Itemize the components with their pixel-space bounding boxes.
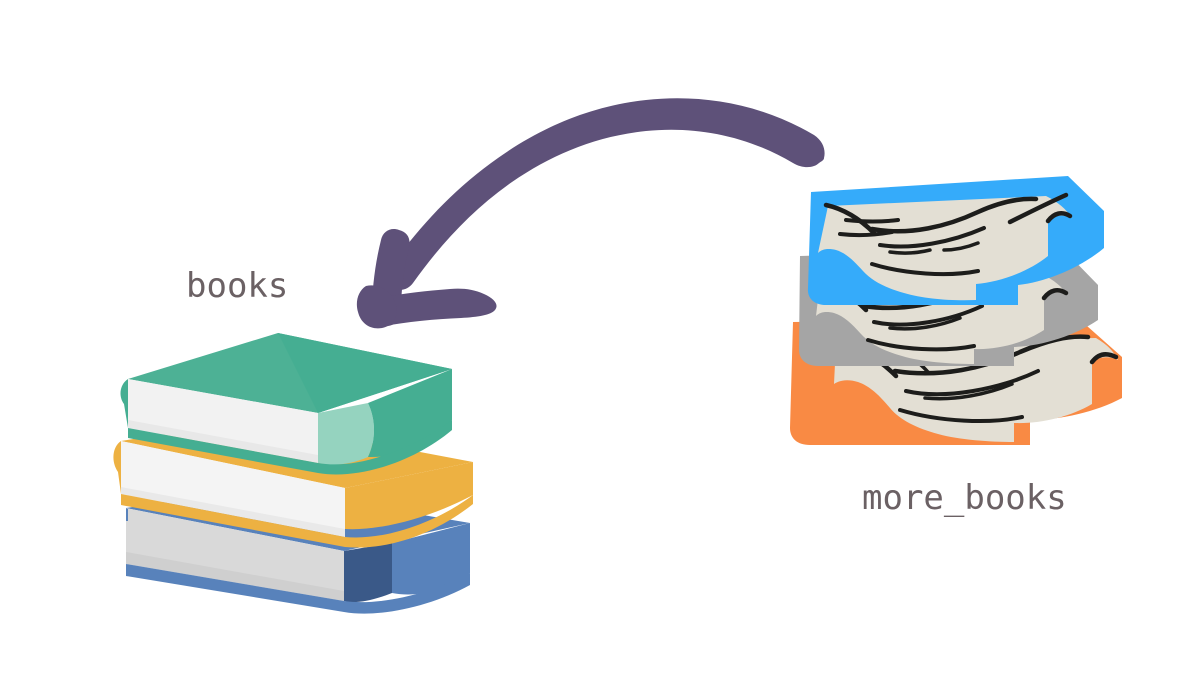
books-stack-label: books (186, 266, 289, 306)
book-middle-yellow-bottom-rim (121, 494, 473, 548)
book-bottom-blue-pages-shade (126, 552, 344, 601)
book-top-blue-ink-line-1 (844, 218, 900, 224)
book-bottom-orange-ink-line-1 (904, 369, 1040, 397)
book-middle-gray-ink-line-1 (872, 304, 984, 327)
book-bottom-blue-bottom-rim (126, 564, 470, 614)
book-top-green-bottom-rim (128, 420, 452, 475)
book-top-blue-ink-line-2 (838, 230, 894, 238)
book-bottom-orange-ink-right (1089, 352, 1119, 365)
book-top-blue-ink-spine (869, 196, 1039, 234)
book-top-green-pages-shade (128, 420, 318, 463)
book-top-green-spine-highlight (318, 403, 374, 465)
books-stack[interactable] (113, 333, 473, 614)
book-top-green-pages (128, 379, 318, 463)
curved-arrow-head-lower-stroke (361, 288, 497, 328)
book-middle-yellow-spine-curve (113, 441, 121, 494)
book-top-blue-ink-cover-line (1007, 192, 1069, 225)
book-top-blue-ink-line-3 (878, 226, 986, 249)
curved-arrow-shaft (386, 98, 825, 290)
book-bottom-blue-pages (126, 508, 344, 601)
book-bottom-orange-ink-bottom (898, 408, 1024, 423)
book-top-green-cover-top-shade (278, 333, 452, 413)
book-middle-gray-ink-bottom (866, 338, 976, 352)
book-middle-yellow-cover-front (345, 462, 473, 530)
book-bottom-orange-ink-spine (892, 334, 1091, 376)
book-middle-gray-ink-line-2 (888, 316, 962, 331)
book-top-blue-ink-right (1045, 211, 1073, 224)
book-bottom-blue-cover-edge (126, 508, 128, 521)
book-top-green (120, 333, 452, 475)
book-middle-gray-ink-right (1041, 288, 1069, 301)
curved-arrow (356, 98, 825, 329)
book-middle-yellow-pages (121, 441, 345, 537)
book-top-blue-ink-line-4 (888, 248, 932, 255)
book-bottom-blue-spine-dark (344, 543, 392, 603)
book-top-green-spine-left (120, 379, 128, 428)
more-books-stack[interactable] (790, 176, 1122, 445)
book-top-blue-ink-bottom (870, 262, 980, 277)
more-books-stack-label: more_books (862, 478, 1067, 518)
book-bottom-blue-cover-front (392, 523, 470, 595)
book-top-blue (807, 176, 1104, 305)
book-middle-yellow-pages-shade (121, 487, 345, 537)
curved-arrow-head-tip (356, 285, 397, 329)
book-top-blue-ink-line-5 (942, 241, 980, 252)
book-bottom-orange-ink-line-2 (923, 382, 1014, 401)
